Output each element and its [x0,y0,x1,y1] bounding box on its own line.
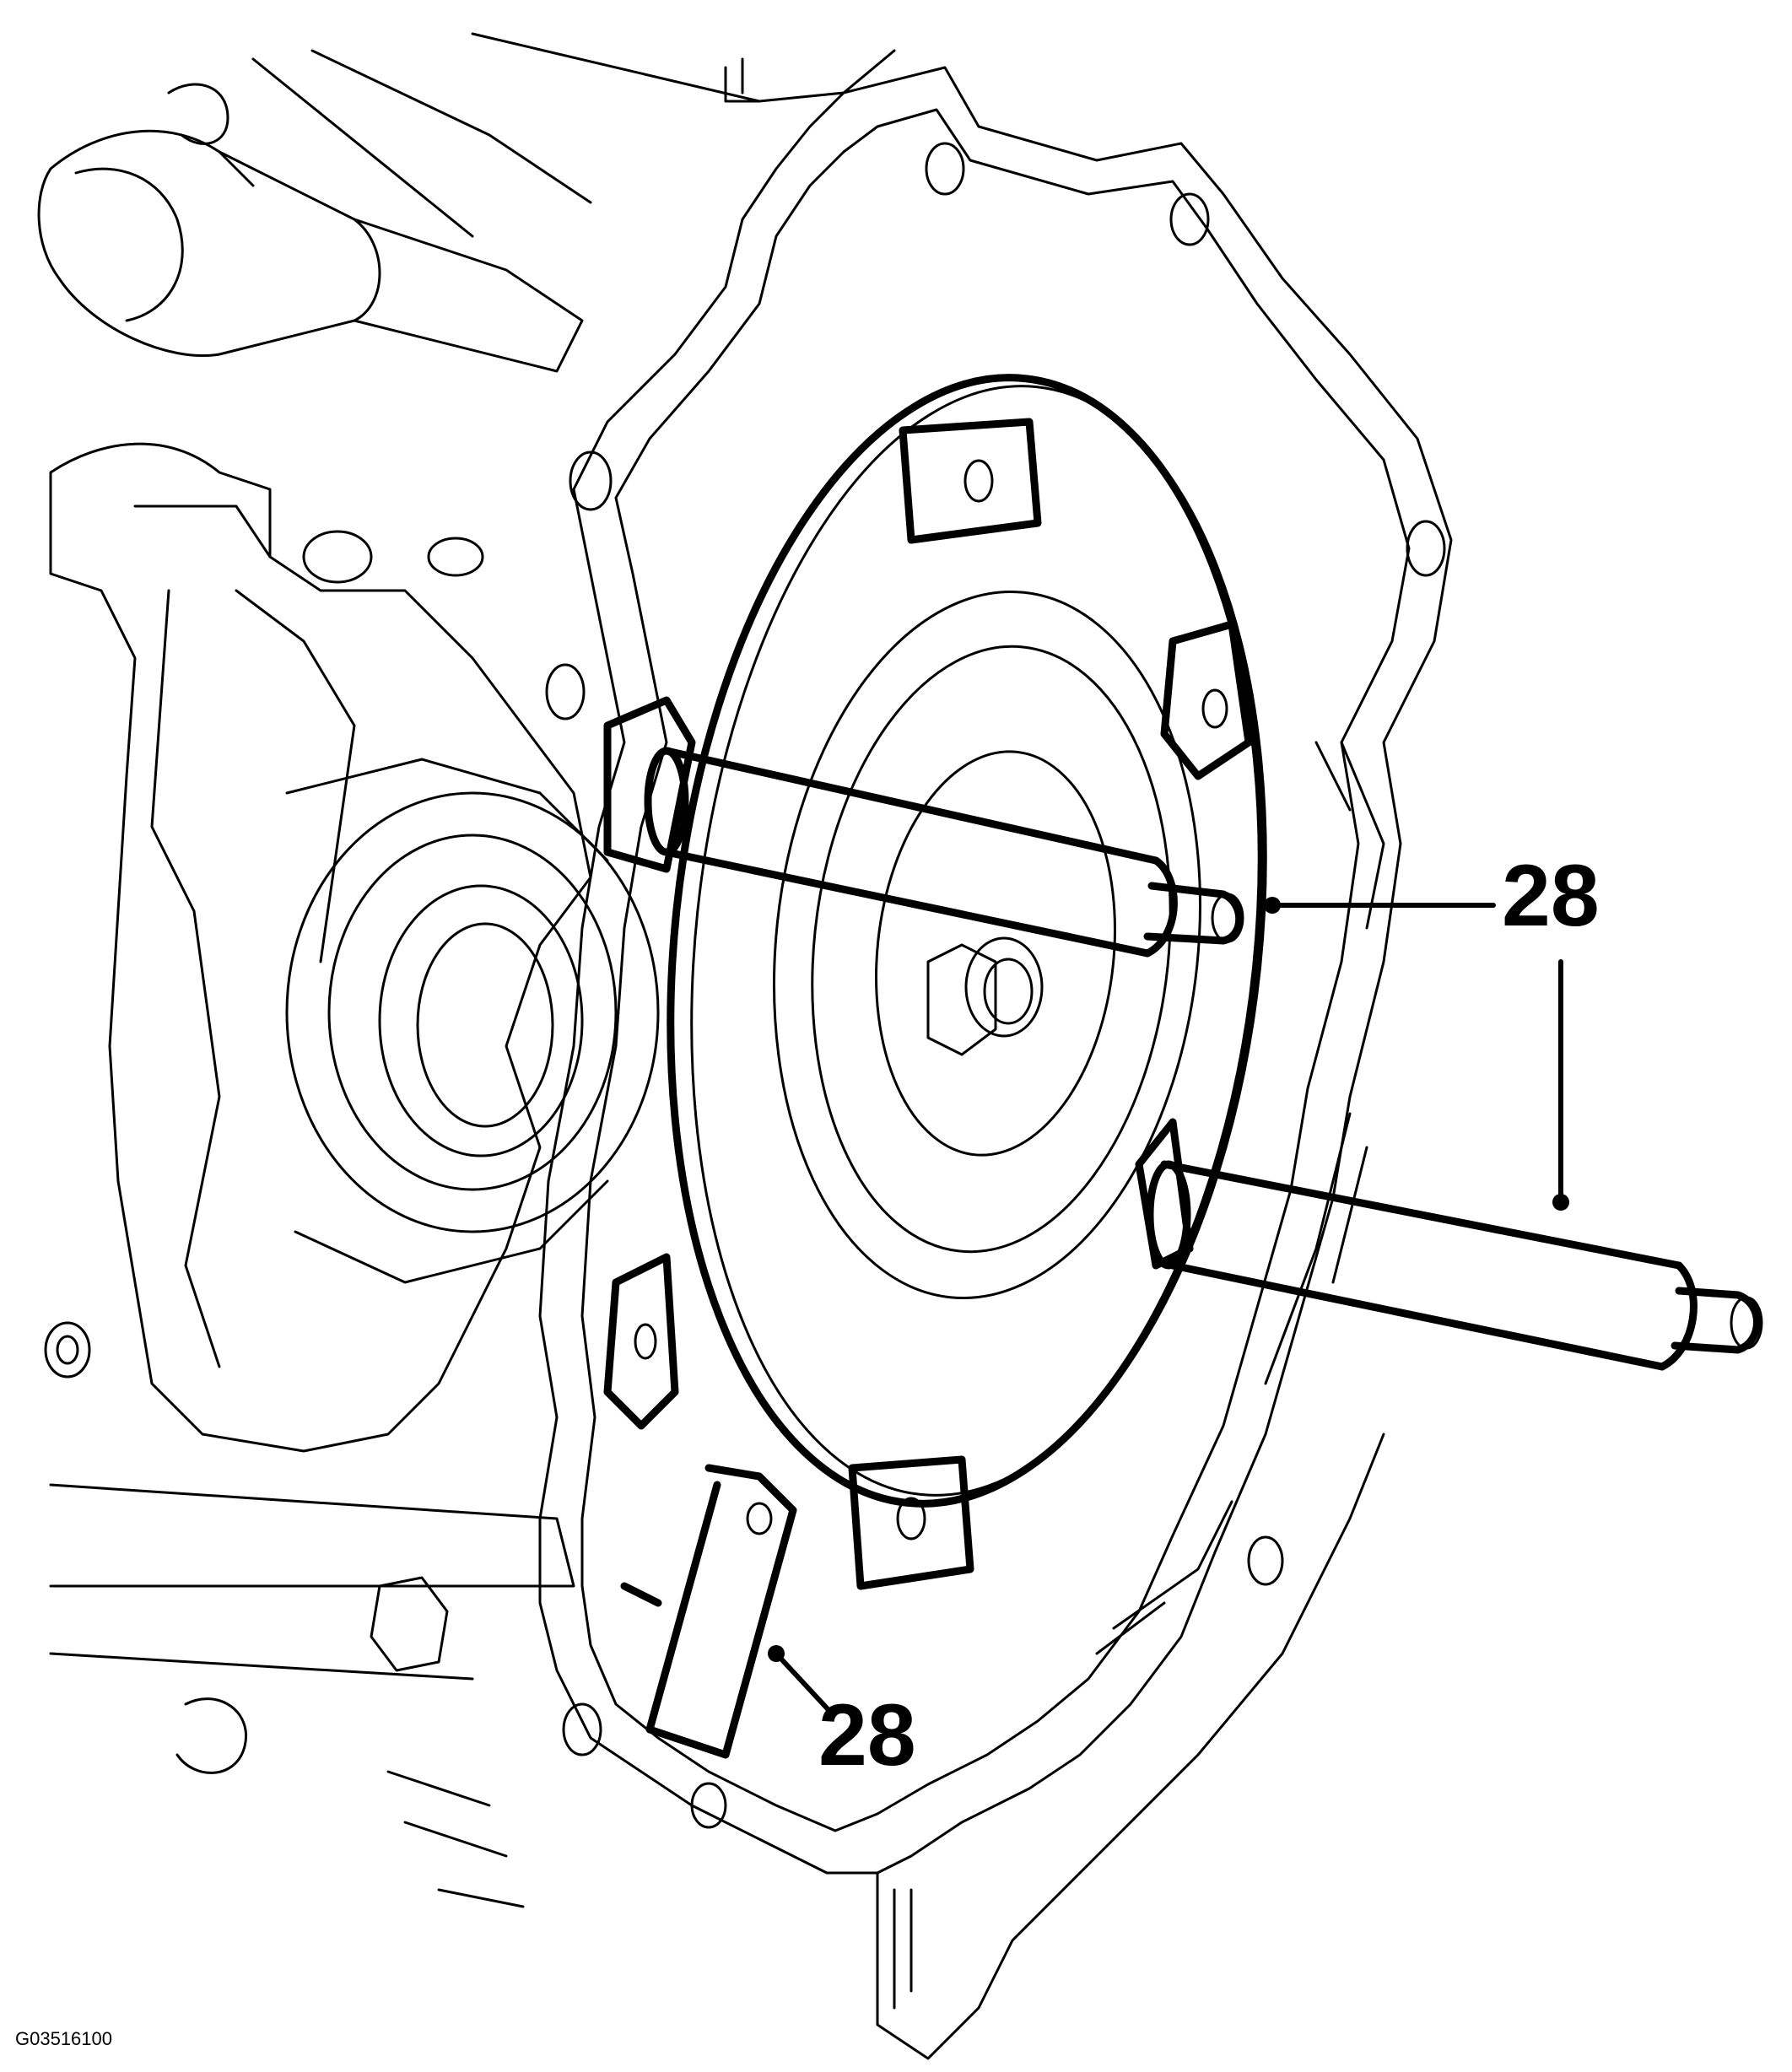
callout-label: 28 [818,1686,916,1784]
callout-label: 28 [1502,847,1600,945]
callout-leaders [768,897,1569,1715]
figure-id-label: G03516100 [15,2028,112,2049]
holding-tool-pins [620,747,1763,1759]
torque-converter [667,374,1267,1508]
transmission-case [37,32,896,1908]
bell-housing [538,66,1453,2060]
